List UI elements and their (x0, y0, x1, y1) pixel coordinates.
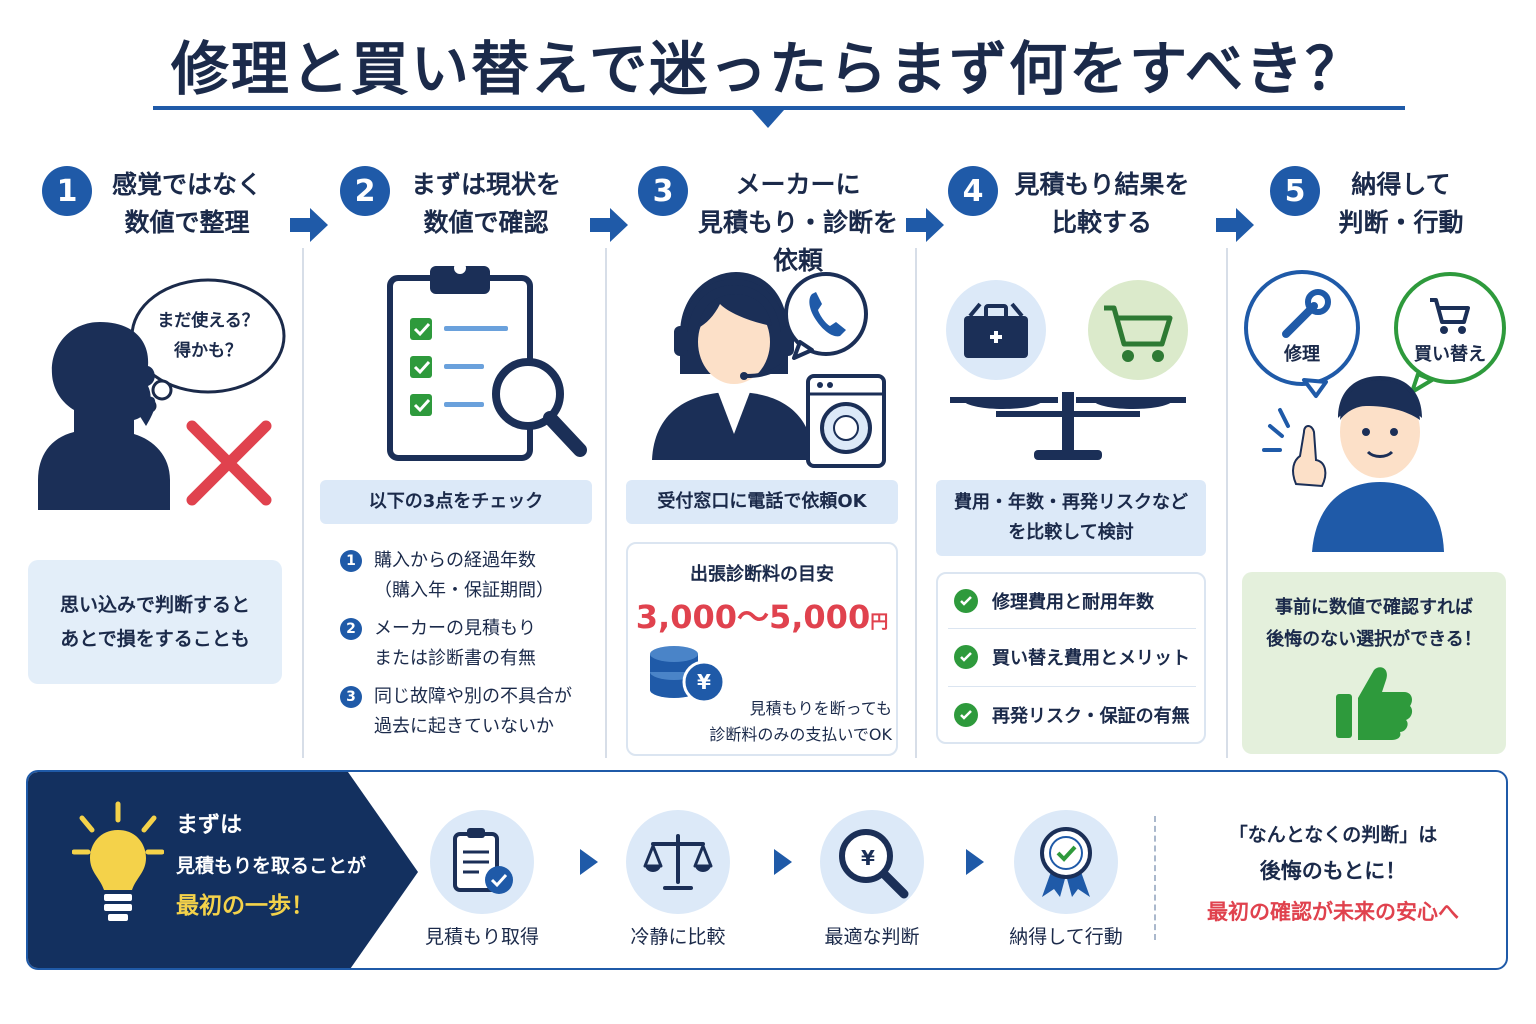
closing-message: 「なんとなくの判断」は 後悔のもとに！ 最初の確認が未来の安心へ (1207, 824, 1459, 924)
flow-arrow-icon (966, 849, 984, 875)
list-item: 再発リスク・保証の有無 (954, 702, 1194, 728)
fee-title: 出張診断料の目安 (690, 564, 834, 585)
thought-bubble-text: まだ使える？ 得かも？ (157, 311, 259, 361)
flow-label: 見積もり取得 (424, 926, 539, 948)
step-number-badge: 5 (1270, 166, 1320, 216)
flow-label: 冷静に比較 (630, 926, 726, 948)
scale-icon (643, 834, 713, 890)
column-divider (1226, 248, 1228, 758)
check-circle-icon (954, 589, 978, 613)
balance-scale-icon (946, 280, 1188, 460)
compare-chip: 費用・年数・再発リスクなどを比較して検討 (936, 480, 1206, 556)
yen-symbol: ¥ (861, 846, 875, 870)
step-title: 見積もり結果を 比較する (1014, 170, 1190, 237)
list-item: 買い替え費用とメリット (954, 644, 1194, 670)
replace-bubble-label: 買い替え (1414, 344, 1486, 365)
step-arrow-icon (290, 208, 328, 242)
fee-value: 3,000〜5,000円 (635, 598, 889, 636)
page-title: 修理と買い替えで迷ったらまず何をすべき？ (170, 35, 1366, 103)
step-title: メーカーに 見積もり・診断を依頼 (697, 170, 898, 275)
summary-banner: まずは 見積もりを取ることが 最初の一歩！ 見積もり取得 冷静に比較 ¥ 最適な… (26, 770, 1508, 970)
flow-arrow-icon (580, 849, 598, 875)
coin-stack-icon (650, 646, 726, 704)
column-divider (915, 248, 917, 758)
step-arrow-icon (590, 208, 628, 242)
clipboard-check-icon (453, 828, 513, 894)
step-arrow-icon (906, 208, 944, 242)
step-number-badge: 2 (340, 166, 390, 216)
list-item: 1 購入からの経過年数（購入年・保証期間） (340, 546, 600, 606)
step-number-badge: 1 (42, 166, 92, 216)
step-title: まずは現状を 数値で確認 (410, 170, 561, 237)
flow-step-estimate (430, 810, 534, 914)
yen-magnifier-icon (839, 829, 909, 899)
fee-card: 出張診断料の目安 3,000〜5,000円 ¥ 見積もりを断っても 診断料のみの… (626, 542, 898, 756)
award-badge-icon (1040, 827, 1092, 897)
banner-message: まずは 見積もりを取ることが 最初の一歩！ (176, 813, 367, 919)
flow-label: 納得して行動 (1009, 926, 1123, 948)
fee-note: 見積もりを断っても 診断料のみの支払いでOK (709, 699, 892, 744)
banner-divider (1154, 816, 1156, 940)
step-title: 納得して 判断・行動 (1338, 170, 1464, 237)
repair-bubble-label: 修理 (1284, 344, 1320, 365)
call-center-operator-icon (652, 272, 886, 468)
flow-label: 最適な判断 (824, 926, 920, 948)
column-divider (302, 248, 304, 758)
clipboard-magnifier-icon (387, 262, 587, 461)
check-circle-icon (954, 645, 978, 669)
title-notch (752, 110, 784, 128)
title-underline (153, 106, 1405, 110)
step-number-badge: 4 (948, 166, 998, 216)
flow-step-act (1014, 810, 1118, 914)
flow-step-decide (820, 810, 924, 914)
lightbulb-icon (72, 801, 164, 921)
step-title: 感覚ではなく 数値で整理 (111, 170, 262, 237)
list-item: 修理費用と耐用年数 (954, 588, 1194, 614)
check-list: 1 購入からの経過年数（購入年・保証期間） 2 メーカーの見積もりまたは診断書の… (340, 546, 600, 742)
column-divider (605, 248, 607, 758)
check-circle-icon (954, 703, 978, 727)
flow-arrow-icon (774, 849, 792, 875)
step-number-badge: 3 (638, 166, 688, 216)
step-arrow-icon (1216, 208, 1254, 242)
flow-step-compare (626, 810, 730, 914)
list-item: 2 メーカーの見積もりまたは診断書の有無 (340, 614, 600, 674)
comparison-checklist: 修理費用と耐用年数 買い替え費用とメリット 再発リスク・保証の有無 (936, 572, 1206, 744)
phone-ok-chip: 受付窓口に電話で依頼OK (626, 480, 898, 524)
thumbs-up-icon (1336, 667, 1413, 740)
warning-note: 思い込みで判断すると あとで損をすることも (28, 560, 282, 684)
decided-person-icon (1244, 270, 1506, 552)
list-item: 3 同じ故障や別の不具合が過去に起きていないか (340, 682, 600, 742)
check-chip: 以下の3点をチェック (320, 480, 592, 524)
thinking-person-icon (38, 278, 286, 510)
yen-symbol: ¥ (697, 670, 711, 694)
